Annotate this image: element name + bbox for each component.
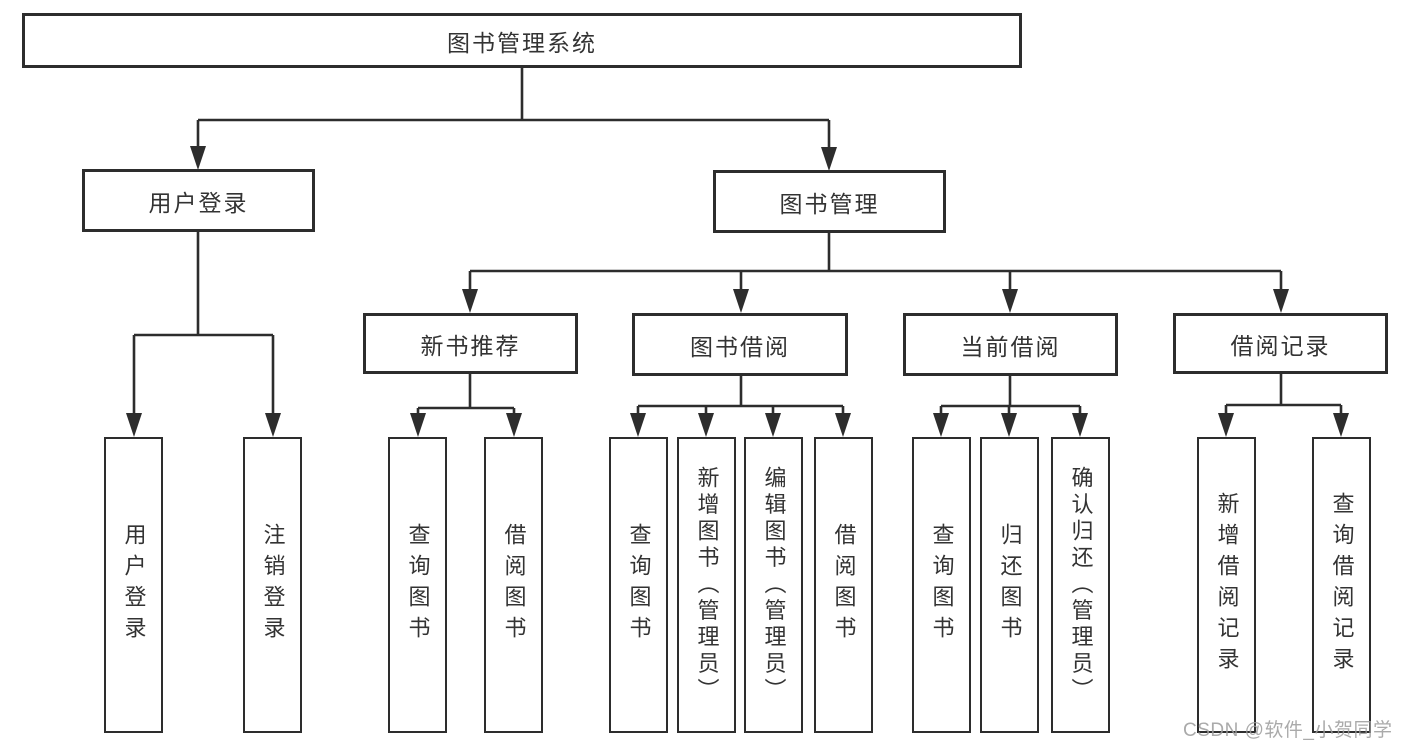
node-user-login-label: 用户登录 bbox=[148, 189, 249, 216]
leaf-recommend-query-books-label: 查询图书 bbox=[405, 523, 431, 647]
connector-book-borrowing bbox=[630, 376, 851, 437]
leaf-current-return-books: 归还图书 bbox=[980, 437, 1039, 733]
connector-user-login bbox=[126, 232, 281, 437]
leaf-current-confirm-return-admin-label: 确认归还（管理员） bbox=[1068, 465, 1094, 705]
leaf-borrow-add-books-admin: 新增图书（管理员） bbox=[677, 437, 736, 733]
node-new-book-recommendation: 新书推荐 bbox=[363, 313, 578, 374]
leaf-borrow-add-books-admin-label: 新增图书（管理员） bbox=[694, 465, 720, 705]
leaf-borrow-edit-books-admin-label: 编辑图书（管理员） bbox=[761, 465, 787, 705]
node-new-book-recommendation-label: 新书推荐 bbox=[420, 332, 521, 359]
leaf-current-confirm-return-admin: 确认归还（管理员） bbox=[1051, 437, 1110, 733]
node-borrowing-records-label: 借阅记录 bbox=[1230, 332, 1331, 359]
leaf-user-login: 用户登录 bbox=[104, 437, 163, 733]
leaf-borrow-borrow-books-label: 借阅图书 bbox=[831, 523, 857, 647]
leaf-records-query-record-label: 查询借阅记录 bbox=[1329, 492, 1355, 678]
node-current-borrowing: 当前借阅 bbox=[903, 313, 1118, 376]
connector-borrowing-records bbox=[1218, 374, 1349, 437]
node-library-system: 图书管理系统 bbox=[22, 13, 1022, 68]
node-library-system-label: 图书管理系统 bbox=[447, 29, 597, 56]
leaf-records-query-record: 查询借阅记录 bbox=[1312, 437, 1371, 733]
leaf-borrow-query-books-label: 查询图书 bbox=[626, 523, 652, 647]
node-user-login: 用户登录 bbox=[82, 169, 315, 232]
leaf-borrow-borrow-books: 借阅图书 bbox=[814, 437, 873, 733]
leaf-borrow-edit-books-admin: 编辑图书（管理员） bbox=[744, 437, 803, 733]
node-book-management: 图书管理 bbox=[713, 170, 946, 233]
leaf-logout: 注销登录 bbox=[243, 437, 302, 733]
leaf-borrow-query-books: 查询图书 bbox=[609, 437, 668, 733]
node-book-borrowing-label: 图书借阅 bbox=[690, 333, 790, 360]
leaf-recommend-query-books: 查询图书 bbox=[388, 437, 447, 733]
leaf-records-add-record-label: 新增借阅记录 bbox=[1214, 492, 1240, 678]
connector-current-borrowing bbox=[933, 376, 1088, 437]
leaf-current-query-books-label: 查询图书 bbox=[929, 523, 955, 647]
leaf-logout-label: 注销登录 bbox=[260, 523, 286, 647]
leaf-recommend-borrow-books-label: 借阅图书 bbox=[501, 523, 527, 647]
watermark: CSDN @软件_小贺同学 bbox=[1183, 720, 1393, 741]
node-book-borrowing: 图书借阅 bbox=[632, 313, 848, 376]
leaf-recommend-borrow-books: 借阅图书 bbox=[484, 437, 543, 733]
leaf-current-query-books: 查询图书 bbox=[912, 437, 971, 733]
leaf-records-add-record: 新增借阅记录 bbox=[1197, 437, 1256, 733]
node-borrowing-records: 借阅记录 bbox=[1173, 313, 1388, 374]
connector-root bbox=[190, 68, 837, 171]
leaf-current-return-books-label: 归还图书 bbox=[997, 523, 1023, 647]
connector-new-book-recommendation bbox=[410, 374, 522, 437]
node-book-management-label: 图书管理 bbox=[779, 190, 880, 217]
leaf-user-login-label: 用户登录 bbox=[121, 523, 147, 647]
connector-book-management bbox=[462, 233, 1289, 313]
node-current-borrowing-label: 当前借阅 bbox=[960, 333, 1061, 360]
